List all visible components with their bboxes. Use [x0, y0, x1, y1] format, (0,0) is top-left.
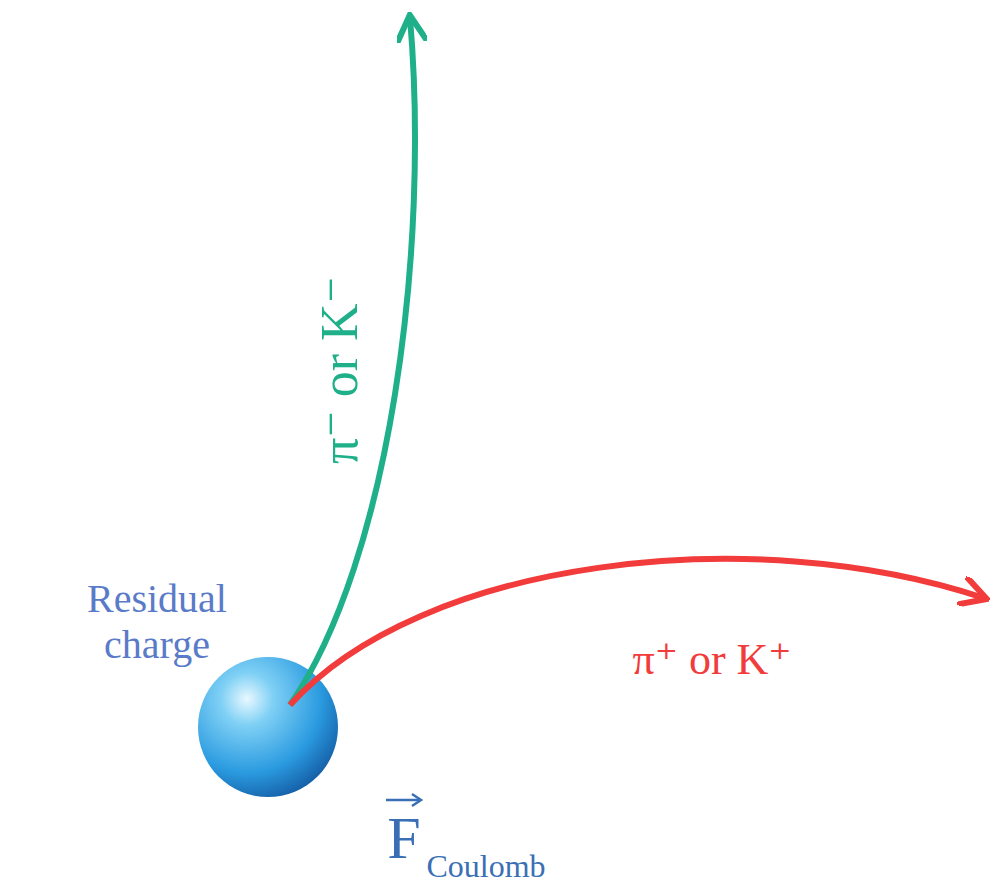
force-symbol: F — [387, 808, 420, 868]
positive-track — [290, 559, 984, 705]
vector-arrow — [386, 799, 420, 802]
vector-arrow-head — [412, 794, 421, 806]
particle-label: π⁺ or K⁺ — [632, 638, 791, 682]
negative-track — [290, 18, 415, 705]
particle-label: π⁻ or K⁻ — [314, 276, 366, 464]
charge-label: Residual charge — [82, 576, 232, 668]
force-subscript: Coulomb — [426, 850, 545, 882]
